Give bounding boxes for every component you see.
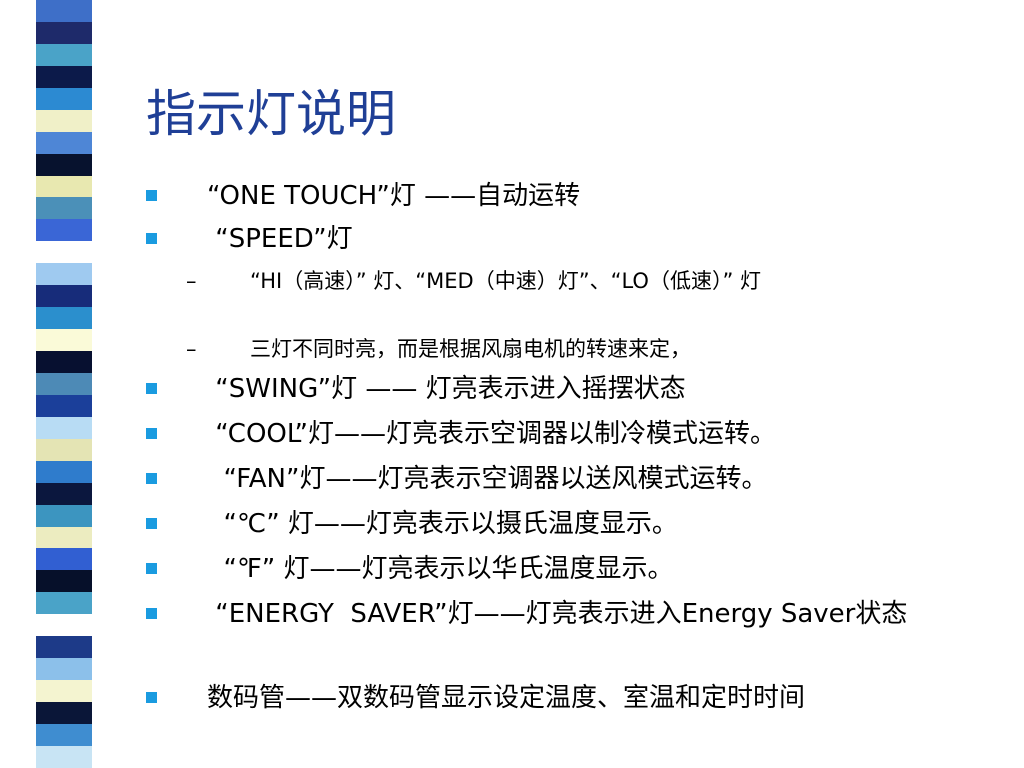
stripe-block bbox=[36, 109, 92, 132]
stripe-block bbox=[36, 745, 92, 768]
stripe-block bbox=[36, 570, 92, 593]
bullet-item-energy-saver: “ENERGY SAVER”灯——灯亮表示进入Energy Saver状态 bbox=[146, 596, 957, 632]
square-bullet-icon bbox=[146, 692, 157, 703]
stripe-block bbox=[36, 526, 92, 549]
square-bullet-icon bbox=[146, 190, 157, 201]
stripe-block bbox=[36, 329, 92, 351]
bullet-text: “ONE TOUCH”灯 ——自动运转 bbox=[207, 181, 581, 211]
stripe-block bbox=[36, 658, 92, 681]
stripe-block bbox=[36, 438, 92, 461]
bullet-item-cool: “COOL”灯——灯亮表示空调器以制冷模式运转。 bbox=[146, 416, 967, 452]
sub-item-speed-levels: – “HI（高速）” 灯、“MED（中速）灯”、“LO（低速）” 灯 bbox=[186, 266, 930, 296]
stripe-block bbox=[36, 460, 92, 483]
stripe-block bbox=[36, 21, 92, 44]
decorative-stripe bbox=[36, 0, 92, 768]
square-bullet-icon bbox=[146, 473, 157, 484]
bullet-item-fan: “FAN”灯——灯亮表示空调器以送风模式运转。 bbox=[146, 461, 967, 497]
stripe-block bbox=[36, 219, 92, 242]
stripe-block bbox=[36, 702, 92, 724]
stripe-block bbox=[36, 416, 92, 439]
bullet-text: “SWING”灯 —— 灯亮表示进入摇摆状态 bbox=[207, 374, 686, 404]
stripe-block bbox=[36, 372, 92, 395]
stripe-block bbox=[36, 197, 92, 220]
stripe-block bbox=[36, 175, 92, 198]
bullet-item-digital-display: 数码管——双数码管显示设定温度、室温和定时时间 bbox=[146, 680, 937, 716]
stripe-block bbox=[36, 153, 92, 176]
dash-bullet: – bbox=[186, 337, 197, 361]
square-bullet-icon bbox=[146, 428, 157, 439]
stripe-block bbox=[36, 87, 92, 110]
stripe-block bbox=[36, 482, 92, 505]
square-bullet-icon bbox=[146, 563, 157, 574]
stripe-block bbox=[36, 131, 92, 154]
stripe-block bbox=[36, 636, 92, 659]
square-bullet-icon bbox=[146, 233, 157, 244]
stripe-block bbox=[36, 263, 92, 286]
bullet-item-one-touch: “ONE TOUCH”灯 ——自动运转 bbox=[146, 178, 947, 214]
bullet-text: “SPEED”灯 bbox=[207, 224, 353, 254]
stripe-block bbox=[36, 548, 92, 571]
sub-item-text: “HI（高速）” 灯、“MED（中速）灯”、“LO（低速）” 灯 bbox=[250, 269, 762, 293]
sub-item-speed-note: – 三灯不同时亮，而是根据风扇电机的转速来定， bbox=[186, 334, 930, 364]
bullet-text: “℉” 灯——灯亮表示以华氏温度显示。 bbox=[207, 554, 674, 584]
stripe-block bbox=[36, 614, 92, 637]
bullet-text: “ENERGY SAVER”灯——灯亮表示进入Energy Saver状态 bbox=[207, 599, 908, 629]
bullet-text: “FAN”灯——灯亮表示空调器以送风模式运转。 bbox=[207, 464, 768, 494]
sub-item-text: 三灯不同时亮，而是根据风扇电机的转速来定， bbox=[250, 337, 691, 361]
bullet-text: “COOL”灯——灯亮表示空调器以制冷模式运转。 bbox=[207, 419, 777, 449]
bullet-item-celsius: “℃” 灯——灯亮表示以摄氏温度显示。 bbox=[146, 506, 947, 542]
square-bullet-icon bbox=[146, 608, 157, 619]
bullet-text: 数码管——双数码管显示设定温度、室温和定时时间 bbox=[207, 683, 806, 713]
bullet-item-fahrenheit: “℉” 灯——灯亮表示以华氏温度显示。 bbox=[146, 551, 947, 587]
dash-bullet: – bbox=[186, 269, 197, 293]
stripe-block bbox=[36, 351, 92, 373]
stripe-block bbox=[36, 592, 92, 615]
square-bullet-icon bbox=[146, 518, 157, 529]
stripe-block bbox=[36, 241, 92, 264]
stripe-block bbox=[36, 307, 92, 330]
bullet-item-swing: “SWING”灯 —— 灯亮表示进入摇摆状态 bbox=[146, 371, 947, 407]
bullet-item-speed: “SPEED”灯 bbox=[146, 221, 947, 257]
stripe-block bbox=[36, 504, 92, 527]
stripe-block bbox=[36, 723, 92, 746]
stripe-block bbox=[36, 0, 92, 22]
square-bullet-icon bbox=[146, 383, 157, 394]
bullet-text: “℃” 灯——灯亮表示以摄氏温度显示。 bbox=[207, 509, 678, 539]
stripe-block bbox=[36, 394, 92, 417]
stripe-block bbox=[36, 43, 92, 66]
stripe-block bbox=[36, 65, 92, 88]
stripe-block bbox=[36, 285, 92, 308]
slide-title: 指示灯说明 bbox=[146, 85, 396, 143]
stripe-block bbox=[36, 680, 92, 702]
